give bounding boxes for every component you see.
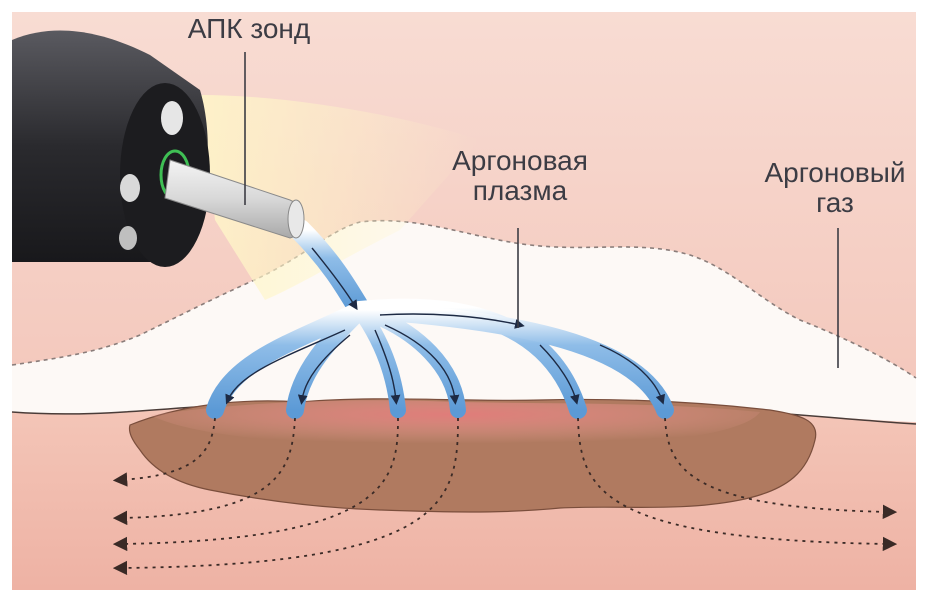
probe-tip	[288, 200, 304, 238]
plasma-label-line1: Аргоновая	[420, 146, 620, 176]
probe-channel-bottom	[119, 226, 137, 250]
plasma-label: Аргоновая плазма	[420, 146, 620, 206]
gas-label-line2: газ	[742, 188, 928, 218]
probe-channel-mid	[120, 174, 140, 202]
probe-label: АПК зонд	[174, 14, 324, 44]
plasma-label-line2: плазма	[420, 176, 620, 206]
gas-label-line1: Аргоновый	[742, 158, 928, 188]
probe-channel-top	[161, 101, 183, 135]
gas-label: Аргоновый газ	[742, 158, 928, 218]
